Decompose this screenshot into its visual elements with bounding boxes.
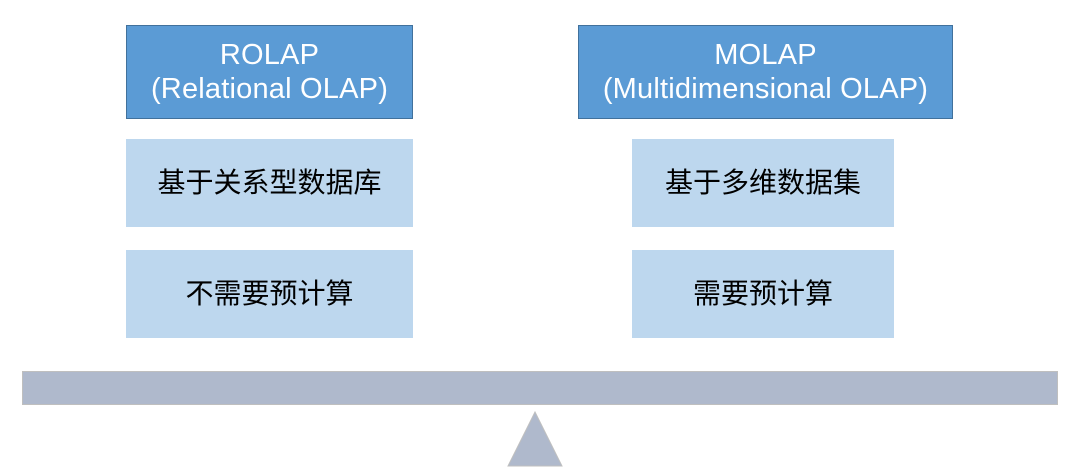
rolap-attribute-label-2: 不需要预计算 [185, 278, 354, 310]
rolap-title: ROLAP [219, 38, 320, 71]
molap-attribute-label-1: 基于多维数据集 [664, 167, 861, 199]
molap-attribute-label-2: 需要预计算 [692, 278, 833, 310]
rolap-subtitle: (Relational OLAP) [150, 73, 389, 105]
rolap-attribute-box-1: 基于关系型数据库 [126, 139, 413, 227]
molap-attribute-box-2: 需要预计算 [632, 250, 894, 338]
balance-fulcrum-triangle-icon [505, 410, 565, 468]
rolap-attribute-box-2: 不需要预计算 [126, 250, 413, 338]
molap-subtitle: (Multidimensional OLAP) [602, 73, 929, 105]
balance-beam [22, 371, 1058, 405]
rolap-attribute-label-1: 基于关系型数据库 [157, 167, 382, 199]
molap-attribute-box-1: 基于多维数据集 [632, 139, 894, 227]
molap-header-box: MOLAP (Multidimensional OLAP) [578, 25, 953, 119]
molap-title: MOLAP [714, 38, 817, 71]
rolap-header-box: ROLAP (Relational OLAP) [126, 25, 413, 119]
